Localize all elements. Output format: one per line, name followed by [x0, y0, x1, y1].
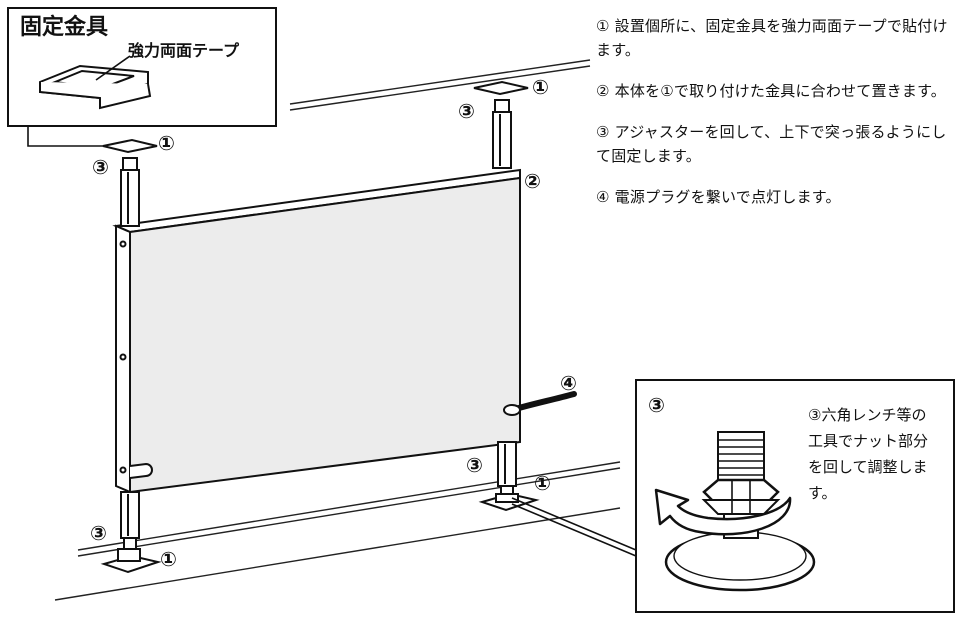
fixture-bracket [39, 64, 152, 110]
marker-1-top-left: ① [158, 131, 175, 155]
instruction-step-1: ① 設置個所に、固定金具を強力両面テープで貼付けます。 [596, 17, 948, 59]
marker-2: ② [524, 169, 541, 193]
marker-3-top-right: ③ [458, 99, 475, 123]
marker-1-top-right: ① [532, 75, 549, 99]
left-pole [100, 138, 162, 574]
panel-body [112, 168, 521, 494]
fixture-title: 固定金具 [20, 14, 108, 40]
marker-3-bottom-right: ③ [466, 453, 483, 477]
detail-instruction: ③六角レンチ等の 工具でナット部分 を回して調整しま す。 [808, 406, 928, 502]
tape-label: 強力両面テープ [128, 41, 240, 60]
power-cable [503, 391, 577, 416]
detail-leader [511, 497, 637, 558]
marker-3-bottom-left: ③ [90, 521, 107, 545]
detail-line-3: を回して調整しま [808, 458, 928, 476]
detail-line-1: ③六角レンチ等の [808, 406, 926, 424]
instruction-list: ① 設置個所に、固定金具を強力両面テープで貼付けます。 ② 本体を①で取り付けた… [596, 14, 952, 226]
room-lines [54, 59, 621, 601]
fixture-inset [7, 7, 277, 147]
marker-1-bottom-right: ① [534, 471, 551, 495]
detail-line-4: す。 [808, 484, 837, 502]
instruction-step-3: ③ アジャスターを回して、上下で突っ張るようにして固定します。 [596, 123, 947, 165]
right-pole [473, 80, 540, 512]
marker-4: ④ [560, 371, 577, 395]
marker-3-top-left: ③ [92, 155, 109, 179]
adjuster-detail-inset [635, 379, 955, 613]
instruction-step-4: ④ 電源プラグを繋いで点灯します。 [596, 188, 841, 206]
detail-marker-3: ③ [648, 393, 665, 417]
instruction-step-2: ② 本体を①で取り付けた金具に合わせて置きます。 [596, 82, 946, 100]
markers: ① ③ ① ③ ② ④ ③ ① ③ ① [90, 75, 577, 571]
detail-line-2: 工具でナット部分 [808, 432, 928, 450]
marker-1-bottom-left: ① [160, 547, 177, 571]
